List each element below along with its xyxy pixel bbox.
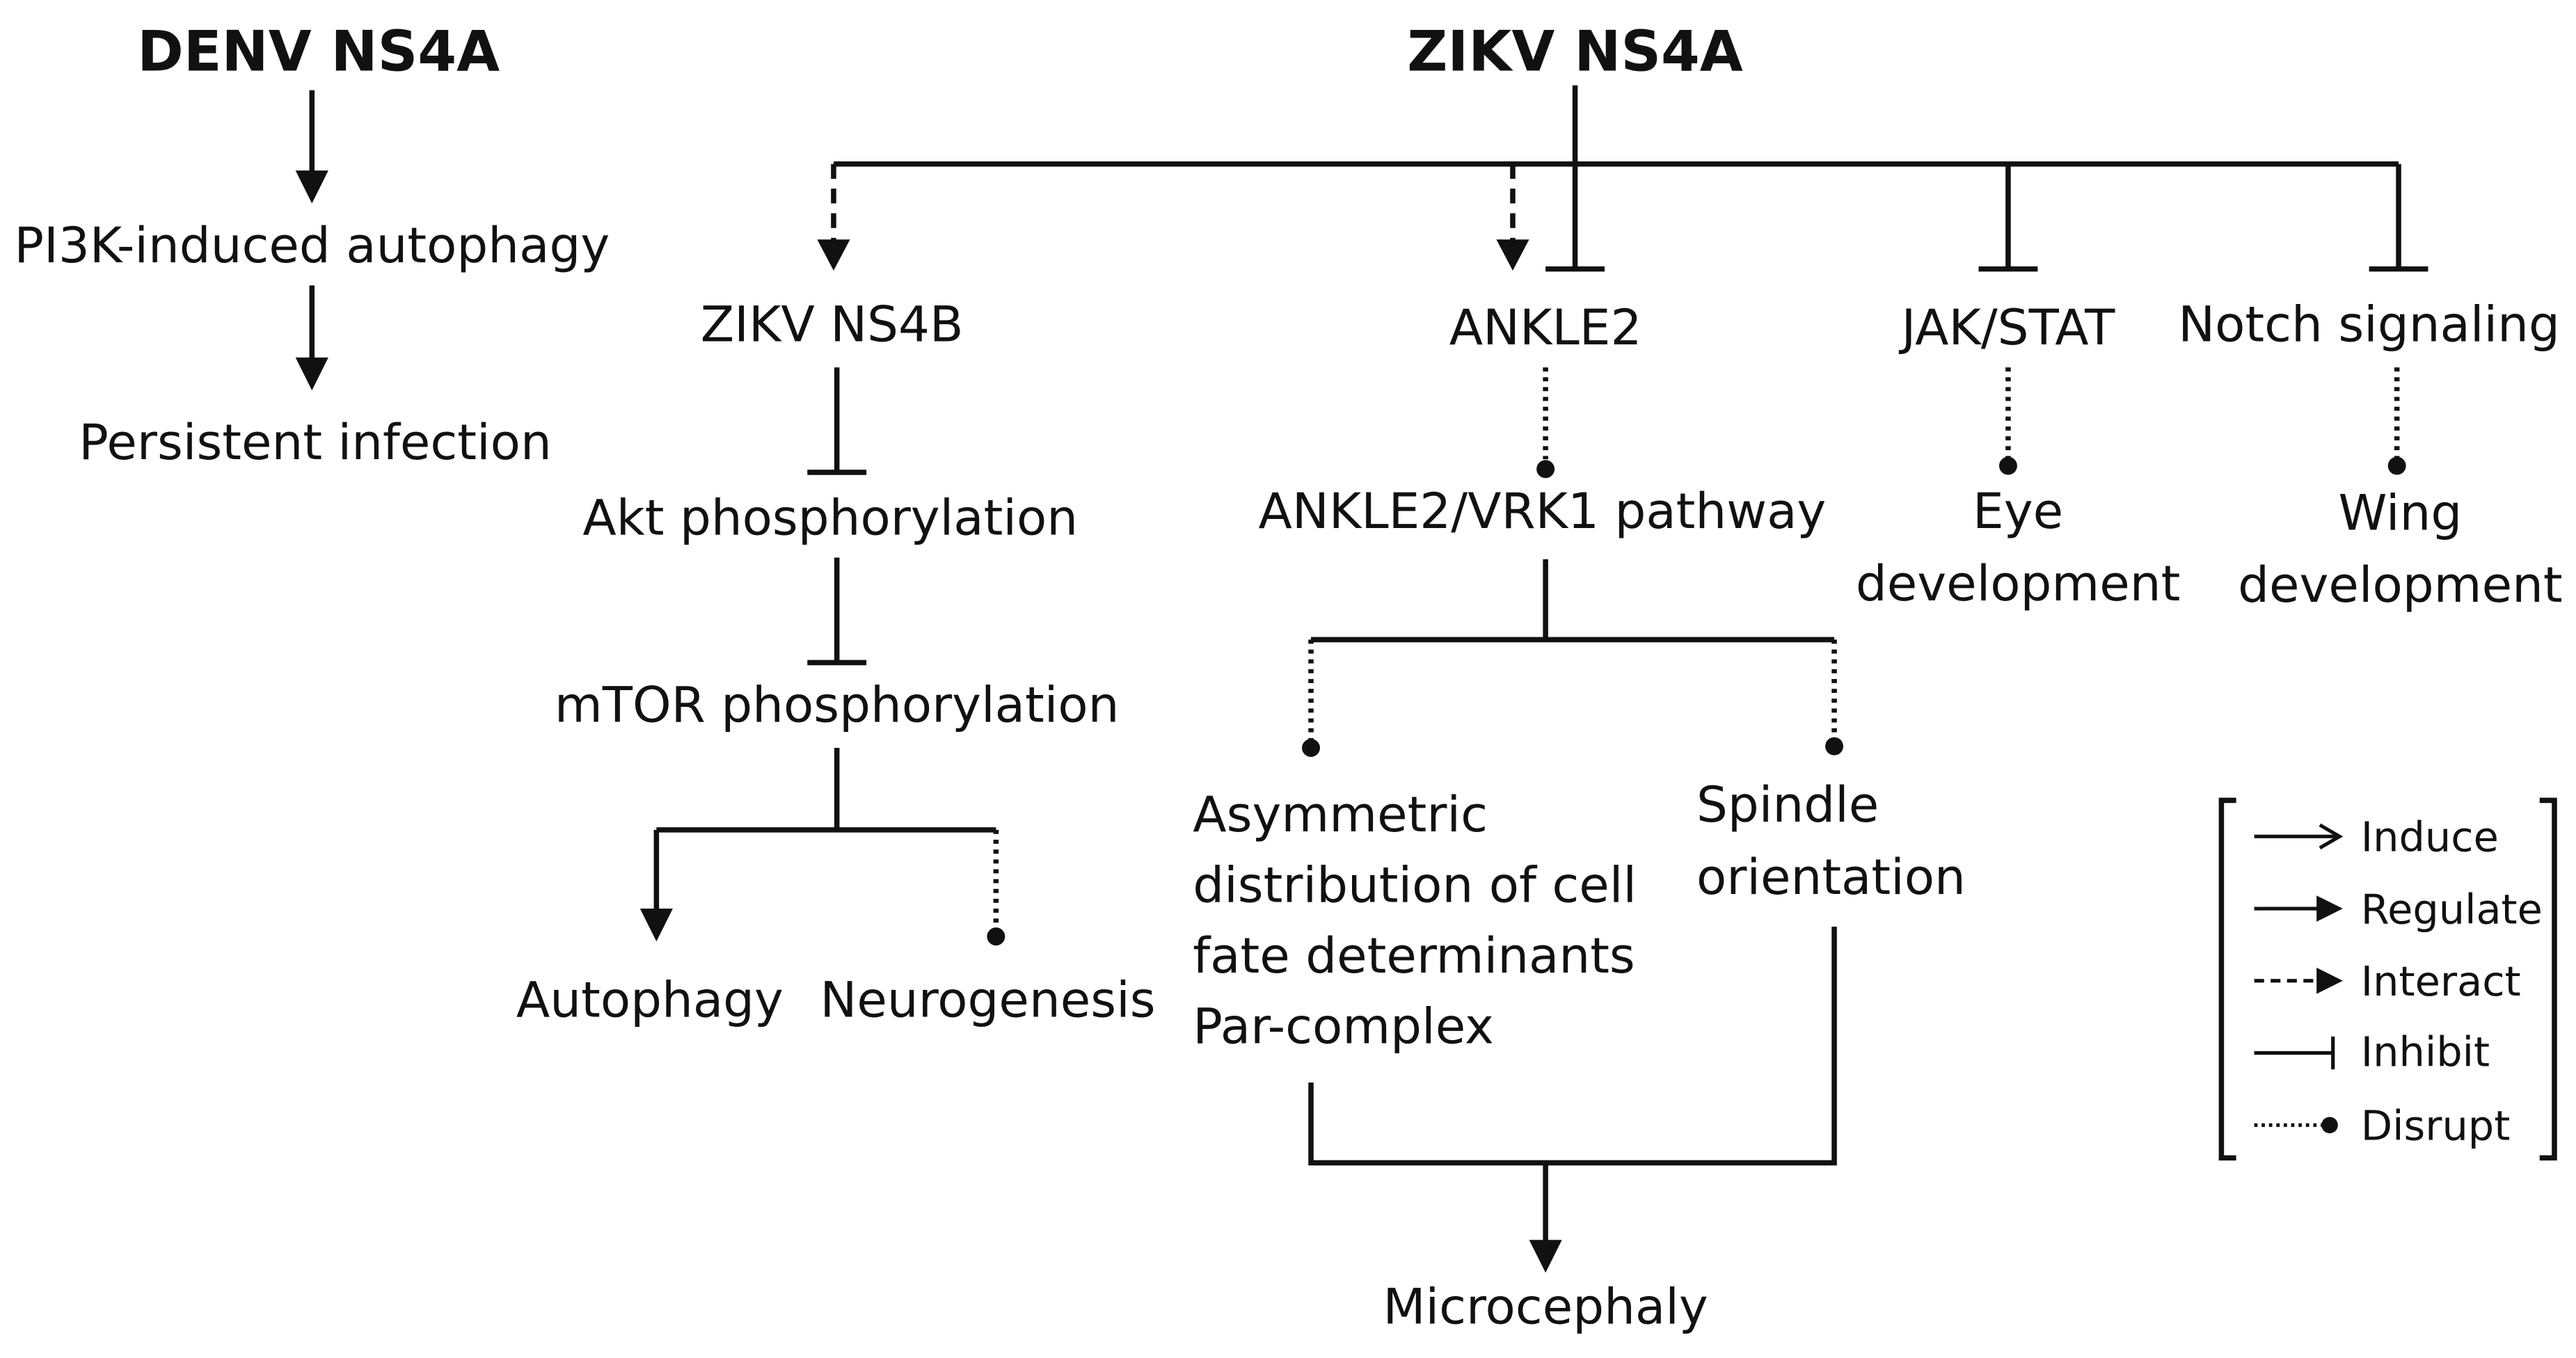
pi3k-autophagy-label: PI3K-induced autophagy bbox=[14, 216, 610, 274]
disrupt-neurogenesis bbox=[987, 829, 1005, 946]
inhibit-jak-stat bbox=[1978, 163, 2038, 272]
microcephaly-label: Microcephaly bbox=[1383, 1277, 1708, 1335]
asymmetric-line-4: Par-complex bbox=[1193, 997, 1494, 1055]
notch-signaling-label: Notch signaling bbox=[2178, 295, 2560, 353]
legend-induce-label: Induce bbox=[2361, 813, 2499, 861]
disrupt-eye-development bbox=[1998, 367, 2017, 475]
spindle-line-2: orientation bbox=[1696, 848, 1966, 906]
zikv-ns4a-label: ZIKV NS4A bbox=[1407, 19, 1743, 83]
legend-disrupt-label: Disrupt bbox=[2361, 1101, 2511, 1149]
ankle2-vrk1-pathway-label: ANKLE2/VRK1 pathway bbox=[1259, 482, 1827, 540]
legend-disrupt-symbol bbox=[2254, 1117, 2338, 1134]
legend-inhibit-label: Inhibit bbox=[2361, 1028, 2490, 1076]
denv-ns4a-label: DENV NS4A bbox=[137, 19, 500, 83]
wing-development-line-1: Wing bbox=[2339, 484, 2463, 541]
legend-regulate-symbol bbox=[2254, 895, 2343, 922]
asymmetric-line-1: Asymmetric bbox=[1193, 785, 1488, 843]
mtor-phosphorylation-label: mTOR phosphorylation bbox=[555, 676, 1120, 733]
legend-inhibit-symbol bbox=[2254, 1036, 2335, 1070]
interact-arrow-ankle2 bbox=[1496, 163, 1529, 271]
wing-development-line-2: development bbox=[2238, 556, 2563, 614]
merge-to-microcephaly bbox=[1308, 926, 1837, 1273]
inhibit-ankle2 bbox=[1545, 163, 1605, 272]
inhibit-notch bbox=[2369, 163, 2428, 272]
asymmetric-line-3: fate determinants bbox=[1193, 927, 1635, 984]
legend-right-bracket bbox=[2539, 797, 2557, 1161]
autophagy-label: Autophagy bbox=[516, 971, 784, 1029]
legend-regulate-label: Regulate bbox=[2361, 885, 2543, 933]
asymmetric-line-2: distribution of cell bbox=[1193, 856, 1637, 914]
inhibit-akt bbox=[807, 367, 867, 475]
spindle-line-1: Spindle bbox=[1696, 776, 1879, 833]
disrupt-spindle bbox=[1825, 639, 1844, 756]
eye-development-line-1: Eye bbox=[1973, 482, 2063, 540]
ankle2-label: ANKLE2 bbox=[1449, 298, 1642, 356]
persistent-infection-label: Persistent infection bbox=[79, 413, 552, 471]
zikv-ns4b-label: ZIKV NS4B bbox=[701, 295, 964, 353]
legend-induce-symbol bbox=[2254, 823, 2344, 850]
disrupt-asymmetric bbox=[1302, 639, 1320, 757]
arrow-to-autophagy bbox=[639, 829, 673, 942]
disrupt-ankle2-vrk1 bbox=[1536, 367, 1555, 479]
inhibit-mtor bbox=[807, 557, 867, 666]
disrupt-wing-development bbox=[2387, 367, 2406, 475]
legend-interact-symbol bbox=[2254, 967, 2343, 994]
arrow-denv-to-pi3k bbox=[295, 90, 328, 204]
akt-phosphorylation-label: Akt phosphorylation bbox=[582, 489, 1078, 547]
legend-interact-label: Interact bbox=[2361, 957, 2521, 1005]
legend-left-bracket bbox=[2218, 797, 2236, 1161]
interact-arrow-ns4b bbox=[817, 163, 850, 271]
jak-stat-label: JAK/STAT bbox=[1898, 298, 2115, 356]
eye-development-line-2: development bbox=[1856, 554, 2181, 612]
neurogenesis-label: Neurogenesis bbox=[820, 971, 1156, 1029]
legend: Induce Regulate Interact Inhibit Disrupt bbox=[2218, 797, 2557, 1161]
arrow-pi3k-to-persistent bbox=[295, 285, 328, 391]
